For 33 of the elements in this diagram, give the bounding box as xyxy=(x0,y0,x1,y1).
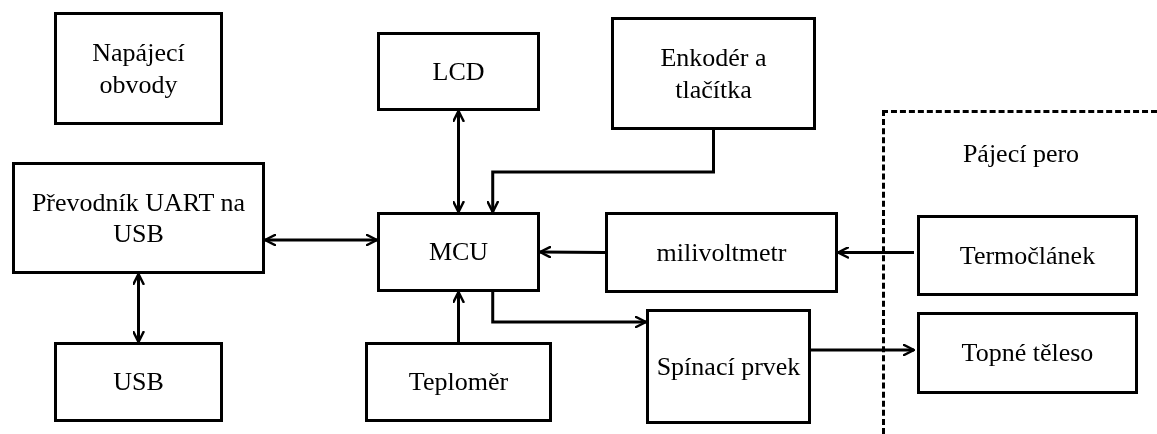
arrow xyxy=(836,246,914,259)
box-label: USB xyxy=(113,366,164,398)
block-box xyxy=(377,212,540,292)
arrow xyxy=(486,130,715,214)
box-label: Enkodér a tlačítka xyxy=(659,42,768,105)
arrow xyxy=(452,290,465,342)
block-box xyxy=(365,342,552,422)
arrow xyxy=(263,233,379,247)
box-label: Teploměr xyxy=(408,366,509,398)
arrow xyxy=(452,109,465,214)
box-label: Termočlánek xyxy=(959,239,1096,272)
box-label: Topné těleso xyxy=(961,337,1094,369)
box-label: milivoltmetr xyxy=(656,236,787,269)
arrow xyxy=(491,292,648,329)
block-box xyxy=(917,215,1138,296)
block-box xyxy=(54,12,223,125)
dashed-group-frame xyxy=(882,110,1157,434)
box-label: LCD xyxy=(432,55,485,88)
box-label: Spínací prvek xyxy=(656,350,801,383)
box-label: MCU xyxy=(428,236,489,268)
box-label: Převodník UART na USB xyxy=(30,186,247,250)
block-box xyxy=(12,162,265,274)
arrow xyxy=(538,245,605,259)
arrow xyxy=(811,343,916,357)
block-box xyxy=(611,17,816,130)
box-label: Napájecí obvody xyxy=(91,37,186,100)
arrow xyxy=(132,272,145,344)
block-box xyxy=(377,32,540,111)
block-box xyxy=(917,312,1138,394)
box-label: Pájecí pero xyxy=(962,139,1080,169)
block-box xyxy=(605,212,838,293)
block-box xyxy=(646,309,811,424)
block-box xyxy=(54,342,223,422)
